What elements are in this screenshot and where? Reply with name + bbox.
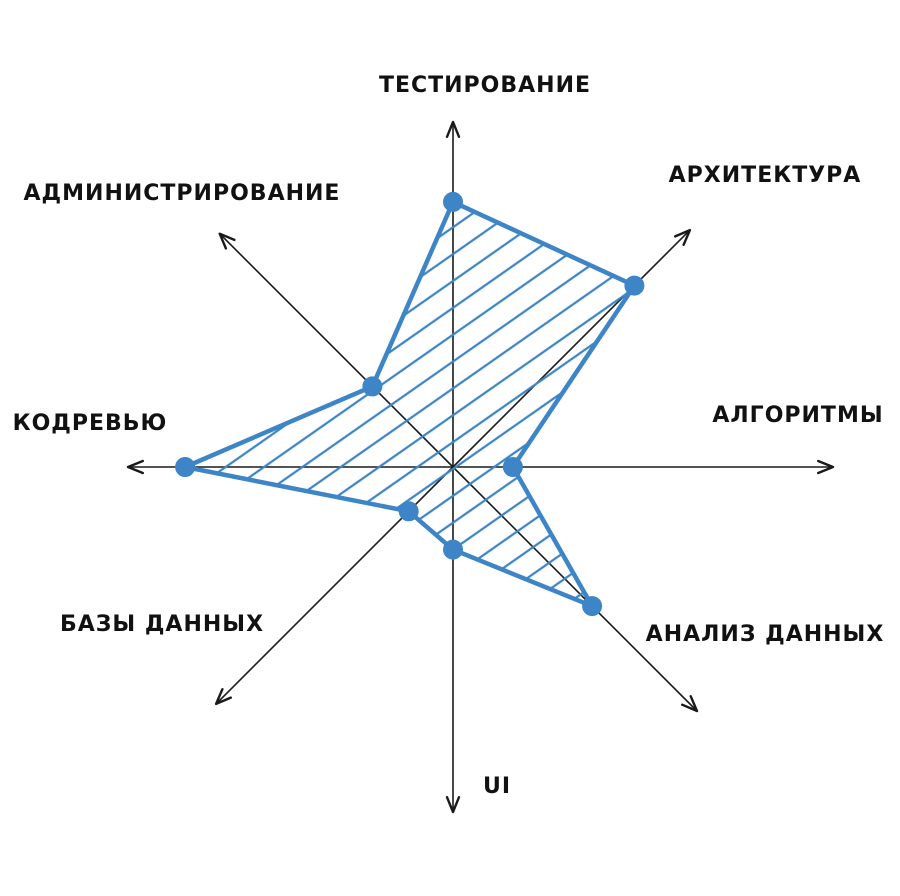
series-area bbox=[185, 201, 635, 607]
axis-arrow-5 bbox=[214, 688, 232, 706]
axis-arrow-3 bbox=[681, 695, 699, 713]
axis-label-0: ТЕСТИРОВАНИЕ bbox=[379, 73, 591, 98]
data-point-6 bbox=[175, 457, 196, 477]
data-point-4 bbox=[443, 539, 463, 560]
data-point-5 bbox=[398, 501, 419, 522]
axis-label-4: UI bbox=[483, 774, 511, 799]
axis-arrow-0 bbox=[445, 120, 461, 138]
axis-label-3: АНАЛИЗ ДАННЫХ bbox=[646, 622, 885, 647]
data-point-7 bbox=[362, 376, 383, 397]
axis-arrow-4 bbox=[445, 796, 461, 814]
axis-arrow-7 bbox=[218, 232, 236, 250]
data-point-3 bbox=[582, 596, 603, 617]
axis-label-1: АРХИТЕКТУРА bbox=[669, 163, 862, 188]
axis-arrow-2 bbox=[817, 459, 835, 475]
axis-label-6: КОДРЕВЬЮ bbox=[13, 411, 168, 436]
data-point-1 bbox=[624, 275, 645, 296]
axis-arrow-6 bbox=[126, 459, 144, 475]
axis-label-5: БАЗЫ ДАННЫХ bbox=[60, 612, 264, 637]
data-point-0 bbox=[443, 191, 463, 212]
axis-arrow-1 bbox=[674, 228, 692, 246]
axis-label-7: АДМИНИСТРИРОВАНИЕ bbox=[24, 181, 341, 206]
data-point-2 bbox=[502, 457, 523, 477]
labels-layer: ТЕСТИРОВАНИЕ АРХИТЕКТУРА АЛГОРИТМЫ АНАЛИЗ Д… bbox=[13, 73, 885, 799]
series-layer bbox=[175, 191, 645, 617]
axis-label-2: АЛГОРИТМЫ bbox=[712, 403, 883, 428]
